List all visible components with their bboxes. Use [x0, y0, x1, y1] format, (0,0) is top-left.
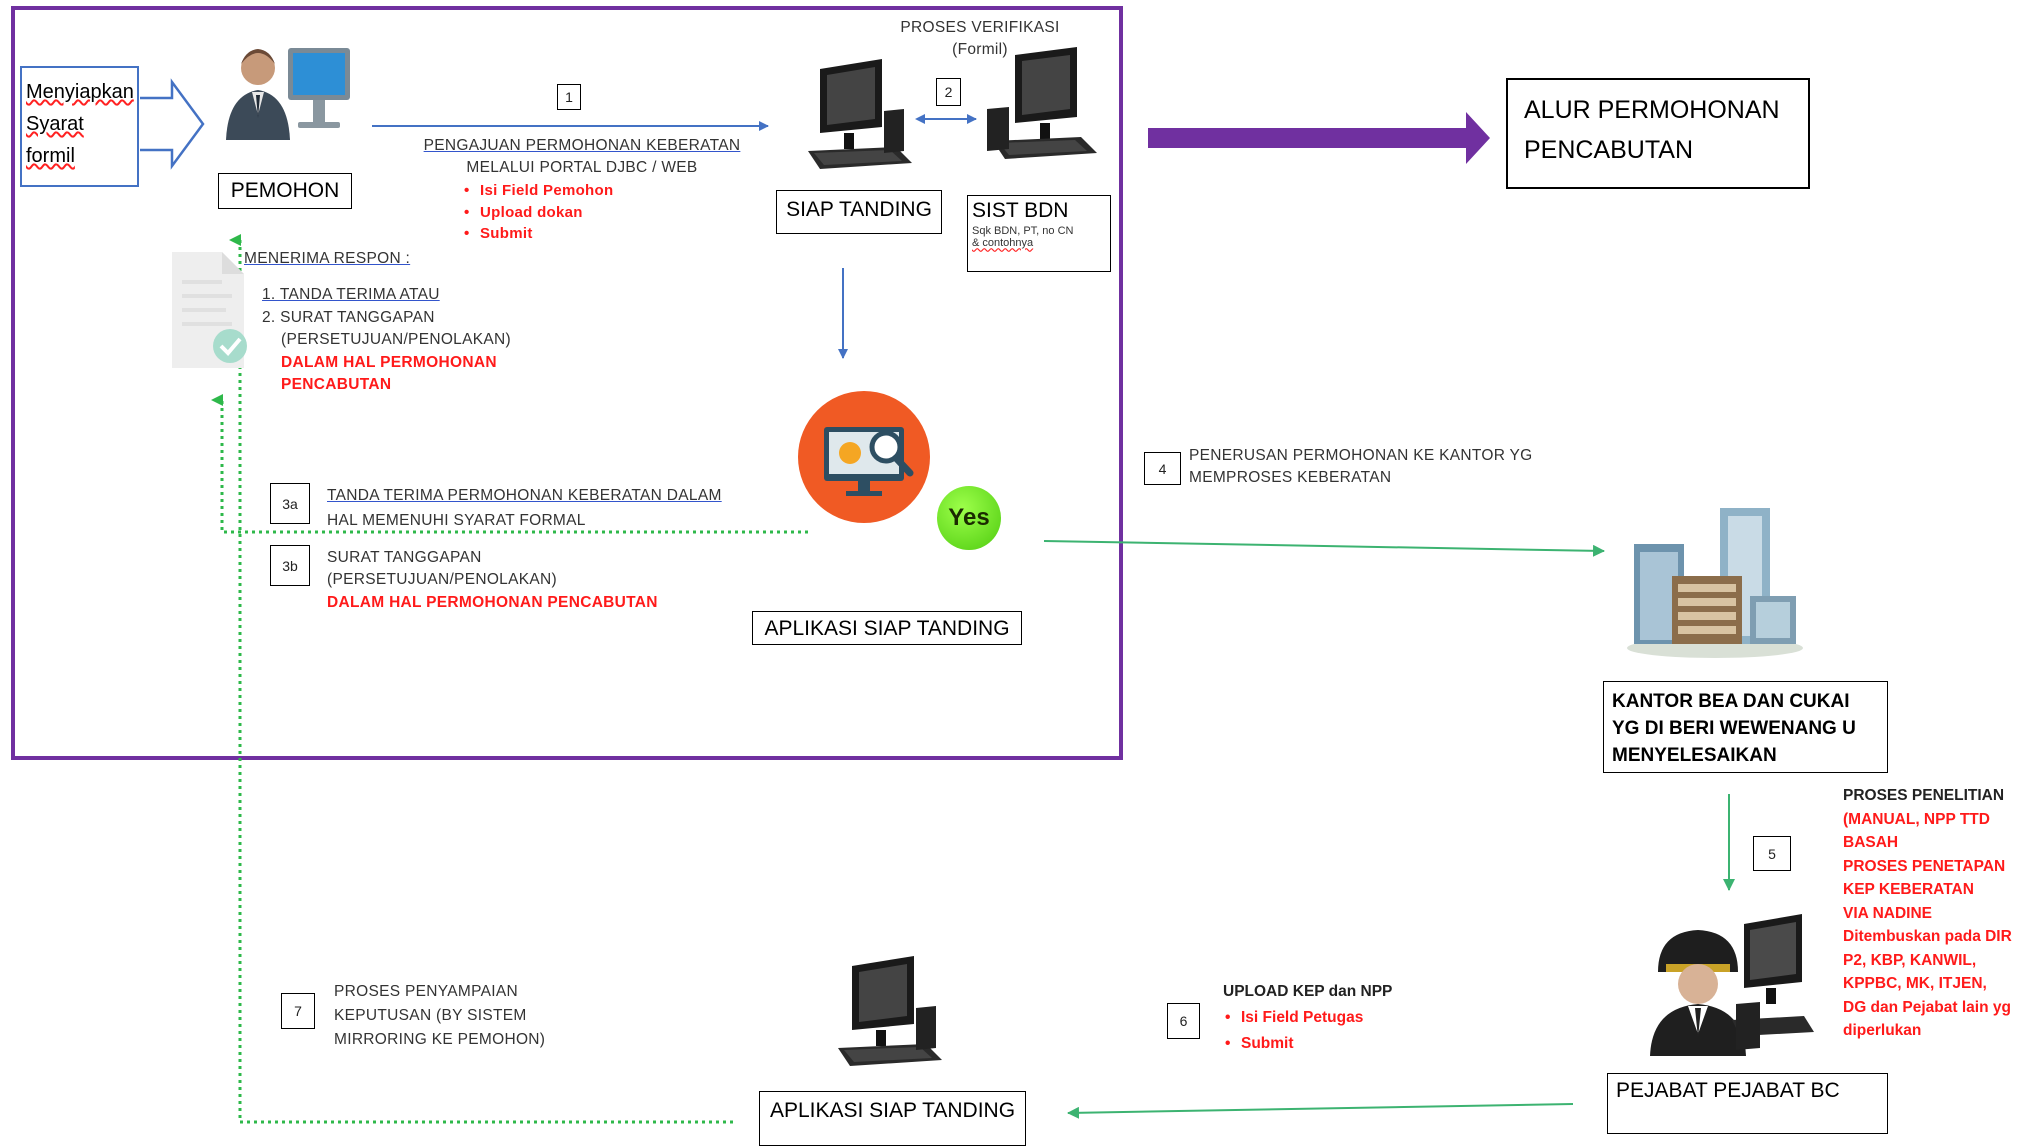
- document-check-icon: [172, 252, 247, 368]
- step3a-number: 3a: [270, 483, 310, 524]
- step1-line1: PENGAJUAN PERMOHONAN KEBERATAN: [423, 137, 741, 154]
- pejabat-label: PEJABAT PEJABAT BC: [1607, 1073, 1888, 1134]
- step7-number: 7: [281, 993, 315, 1029]
- menerima-item: 2. SURAT TANGGAPAN: [262, 308, 435, 326]
- step3b-line2: (PERSETUJUAN/PENOLAKAN): [327, 571, 557, 589]
- step5-red-line: diperlukan: [1843, 1022, 1922, 1039]
- step7-line3: MIRRORING KE PEMOHON): [334, 1031, 546, 1048]
- return-3a-line: [211, 394, 808, 534]
- step1-bullet: Upload dokan: [464, 202, 772, 224]
- step2-number: 2: [936, 78, 961, 106]
- prep-line2: Syarat: [26, 113, 84, 135]
- step7-line2: KEPUTUSAN (BY SISTEM: [334, 1007, 527, 1024]
- step5-red-line: P2, KBP, KANWIL,: [1843, 951, 1977, 969]
- step3b-text: SURAT TANGGAPAN (PERSETUJUAN/PENOLAKAN) …: [327, 547, 787, 614]
- step5-red-line: BASAH: [1843, 834, 1899, 851]
- menerima-item: 1. TANDA TERIMA ATAU: [262, 286, 440, 304]
- step5-red-line: KPPBC, MK, ITJEN,: [1843, 975, 1987, 992]
- title-box: ALUR PERMOHONAN PENCABUTAN: [1506, 78, 1810, 189]
- kantor-line1: KANTOR BEA DAN CUKAI: [1612, 691, 1850, 712]
- step4-line1: PENERUSAN PERMOHONAN KE KANTOR YG: [1189, 447, 1533, 464]
- title-line1: ALUR PERMOHONAN: [1524, 96, 1780, 124]
- step1-text: PENGAJUAN PERMOHONAN KEBERATAN MELALUI P…: [392, 135, 772, 245]
- step5-red-line: Ditembuskan pada DIR: [1843, 928, 2012, 945]
- step1-bullet: Isi Field Pemohon: [464, 180, 772, 202]
- aplikasi-label-1: APLIKASI SIAP TANDING: [752, 611, 1022, 645]
- prep-box: Menyiapkan Syarat formil: [20, 66, 139, 187]
- officer-computer-icon: [1650, 914, 1814, 1056]
- prep-line1: Menyiapkan: [26, 81, 134, 103]
- step5-red-line: KEP KEBERATAN: [1843, 881, 1974, 898]
- prep-to-pemohon-arrow: [140, 78, 205, 170]
- step3a-text: TANDA TERIMA PERMOHONAN KEBERATAN DALAM …: [327, 483, 787, 533]
- menerima-red2: PENCABUTAN: [281, 376, 392, 394]
- office-building-icon: [1627, 508, 1803, 658]
- step4-number: 4: [1144, 452, 1181, 485]
- return-7-line: [229, 234, 733, 1124]
- siap-tanding-label: SIAP TANDING: [776, 190, 942, 234]
- step3b-number: 3b: [270, 545, 310, 586]
- step1-bullets: Isi Field Pemohon Upload dokan Submit: [458, 180, 772, 245]
- title-line2: PENCABUTAN: [1524, 136, 1694, 164]
- sist-bdn-sub2: & contohnya: [972, 237, 1034, 250]
- step3b-red: DALAM HAL PERMOHONAN PENCABUTAN: [327, 593, 658, 611]
- step4-text: PENERUSAN PERMOHONAN KE KANTOR YG MEMPRO…: [1189, 445, 1609, 490]
- kantor-line2: YG DI BERI WEWENANG U: [1612, 718, 1856, 739]
- step5-text: PROSES PENELITIAN (MANUAL, NPP TTD BASAH…: [1843, 784, 2037, 1043]
- step5-number: 5: [1753, 836, 1791, 871]
- kantor-line3: MENYELESAIKAN: [1612, 745, 1777, 766]
- step7-line1: PROSES PENYAMPAIAN: [334, 983, 518, 1000]
- step4-arrow: [1043, 540, 1605, 557]
- step5-red-line: VIA NADINE: [1843, 904, 1932, 922]
- siap-tanding-computer-icon: [808, 59, 912, 169]
- sist-bdn-computer-icon: [987, 47, 1097, 159]
- aplikasi-label-2: APLIKASI SIAP TANDING: [759, 1091, 1026, 1146]
- pemohon-label: PEMOHON: [218, 173, 352, 209]
- pemohon-person-computer-icon: [226, 48, 350, 140]
- sist-bdn-label: SIST BDN: [972, 199, 1069, 222]
- aplikasi-computer-icon-2: [838, 956, 942, 1066]
- prep-line3: formil: [26, 145, 75, 167]
- step6-title: UPLOAD KEP dan NPP: [1223, 983, 1393, 1000]
- menerima-red1: DALAM HAL PERMOHONAN: [281, 353, 497, 371]
- menerima-title: MENERIMA RESPON :: [244, 250, 411, 267]
- step3a-line1: TANDA TERIMA PERMOHONAN KEBERATAN DALAM: [327, 487, 722, 504]
- kantor-box: KANTOR BEA DAN CUKAI YG DI BERI WEWENANG…: [1603, 681, 1888, 773]
- step3b-line1: SURAT TANGGAPAN: [327, 549, 482, 566]
- yes-badge: Yes: [937, 486, 1001, 550]
- sist-bdn-sub1: Sqk BDN, PT, no CN: [972, 225, 1074, 238]
- step7-text: PROSES PENYAMPAIAN KEPUTUSAN (BY SISTEM …: [334, 980, 634, 1052]
- step6-bullet: Submit: [1225, 1031, 1483, 1057]
- step1-number: 1: [557, 84, 581, 110]
- step2-text: PROSES VERIFIKASI (Formil): [860, 17, 1100, 62]
- step2-line2: (Formil): [952, 41, 1008, 59]
- step5-title: PROSES PENELITIAN: [1843, 787, 2005, 804]
- step5-red-line: DG dan Pejabat lain yg: [1843, 998, 2011, 1016]
- aplikasi-search-monitor-icon: [798, 391, 930, 523]
- step6-bullet: Isi Field Petugas: [1225, 1005, 1483, 1031]
- step6-text: UPLOAD KEP dan NPP Isi Field Petugas Sub…: [1223, 979, 1483, 1057]
- step1-line2: MELALUI PORTAL DJBC / WEB: [466, 159, 698, 177]
- step5-red-line: (MANUAL, NPP TTD: [1843, 810, 1990, 828]
- step1-bullet: Submit: [464, 223, 772, 245]
- process-frame: [11, 6, 1123, 760]
- step6-arrow: [1067, 1103, 1574, 1119]
- big-purple-arrow: [1148, 112, 1490, 164]
- step4-line2: MEMPROSES KEBERATAN: [1189, 469, 1392, 487]
- step6-bullets: Isi Field Petugas Submit: [1223, 1005, 1483, 1057]
- step3a-line2: HAL MEMENUHI SYARAT FORMAL: [327, 512, 586, 529]
- yes-label: Yes: [948, 504, 990, 531]
- menerima-block: MENERIMA RESPON : 1. TANDA TERIMA ATAU 2…: [244, 248, 624, 397]
- step2-line1: PROSES VERIFIKASI: [900, 19, 1060, 36]
- step6-number: 6: [1167, 1003, 1200, 1039]
- step5-red-line: PROSES PENETAPAN: [1843, 857, 2006, 875]
- sist-bdn-box: SIST BDN Sqk BDN, PT, no CN & contohnya: [967, 195, 1111, 272]
- menerima-sub: (PERSETUJUAN/PENOLAKAN): [281, 331, 511, 349]
